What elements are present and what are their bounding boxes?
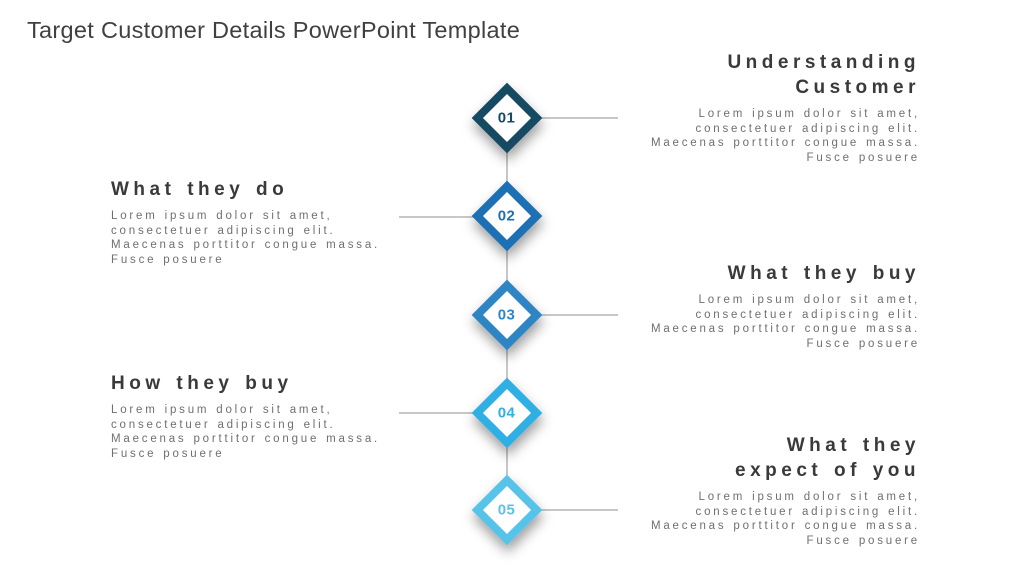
step-number-4: 04 [498,404,516,422]
step-4-text-block: How they buy Lorem ipsum dolor sit amet,… [111,371,456,461]
step-4-heading: How they buy [111,371,456,396]
step-2-body-line-3: Maecenas porttitor congue massa. [111,239,381,251]
diamond-shape-4: 04 [471,377,543,449]
timeline-node-4: 04 [471,377,543,449]
step-1-heading: Understanding Customer [575,50,920,100]
step-2-heading: What they do [111,177,456,202]
step-5-text-block: What they expect of you Lorem ipsum dolo… [575,433,920,548]
diamond-shape-2: 02 [471,180,543,252]
step-5-body-line-1: Lorem ipsum dolor sit amet, [698,491,920,503]
step-5-body-line-2: consectetuer adipiscing elit. [695,505,920,518]
step-number-3: 03 [498,306,516,324]
step-5-heading: What they expect of you [575,433,920,483]
diamond-shape-5: 05 [471,474,543,546]
connector-line-step-5 [507,509,618,511]
step-1-text-block: Understanding Customer Lorem ipsum dolor… [575,50,920,165]
step-4-body-line-1: Lorem ipsum dolor sit amet, [111,404,333,416]
timeline-node-1: 01 [471,82,543,154]
step-3-body-line-1: Lorem ipsum dolor sit amet, [698,294,920,306]
step-number-1: 01 [498,109,516,127]
step-2-body-line-1: Lorem ipsum dolor sit amet, [111,210,333,222]
step-4-body-line-4: Fusce posuere [111,447,225,460]
step-2-heading-line-1: What they do [111,179,289,200]
step-number-2: 02 [498,207,516,225]
connector-line-step-4 [399,412,507,414]
step-4-body-line-3: Maecenas porttitor congue massa. [111,433,381,445]
step-1-heading-line-1: Understanding [727,52,920,73]
step-3-body-line-4: Fusce posuere [806,337,920,350]
timeline-node-3: 03 [471,279,543,351]
timeline-node-2: 02 [471,180,543,252]
step-3-body: Lorem ipsum dolor sit amet, consectetuer… [575,293,920,351]
timeline-node-5: 05 [471,474,543,546]
step-3-heading-line-1: What they buy [727,263,920,284]
step-4-body: Lorem ipsum dolor sit amet, consectetuer… [111,403,456,461]
slide-title: Target Customer Details PowerPoint Templ… [27,17,521,43]
step-1-heading-line-2: Customer [795,77,920,98]
step-1-body-line-3: Maecenas porttitor congue massa. [650,137,920,149]
step-5-body-line-3: Maecenas porttitor congue massa. [650,520,920,532]
step-1-body-line-1: Lorem ipsum dolor sit amet, [698,108,920,120]
step-4-heading-line-1: How they buy [111,373,293,394]
step-5-heading-line-2: expect of you [735,460,920,481]
step-5-body: Lorem ipsum dolor sit amet, consectetuer… [575,490,920,548]
step-number-5: 05 [498,501,516,519]
step-3-heading: What they buy [575,261,920,286]
diamond-shape-3: 03 [471,279,543,351]
step-2-body: Lorem ipsum dolor sit amet, consectetuer… [111,209,456,267]
step-1-body-line-2: consectetuer adipiscing elit. [695,122,920,135]
connector-line-step-2 [399,216,507,218]
step-5-body-line-4: Fusce posuere [806,534,920,547]
step-3-body-line-2: consectetuer adipiscing elit. [695,308,920,321]
step-2-body-line-4: Fusce posuere [111,253,225,266]
step-2-body-line-2: consectetuer adipiscing elit. [111,224,336,237]
connector-line-step-1 [507,117,618,119]
diamond-shape-1: 01 [471,82,543,154]
step-3-body-line-3: Maecenas porttitor congue massa. [650,323,920,335]
connector-line-step-3 [507,314,618,316]
step-2-text-block: What they do Lorem ipsum dolor sit amet,… [111,177,456,267]
step-1-body: Lorem ipsum dolor sit amet, consectetuer… [575,107,920,165]
step-4-body-line-2: consectetuer adipiscing elit. [111,418,336,431]
step-5-heading-line-1: What they [786,435,920,456]
step-1-body-line-4: Fusce posuere [806,151,920,164]
step-3-text-block: What they buy Lorem ipsum dolor sit amet… [575,261,920,351]
